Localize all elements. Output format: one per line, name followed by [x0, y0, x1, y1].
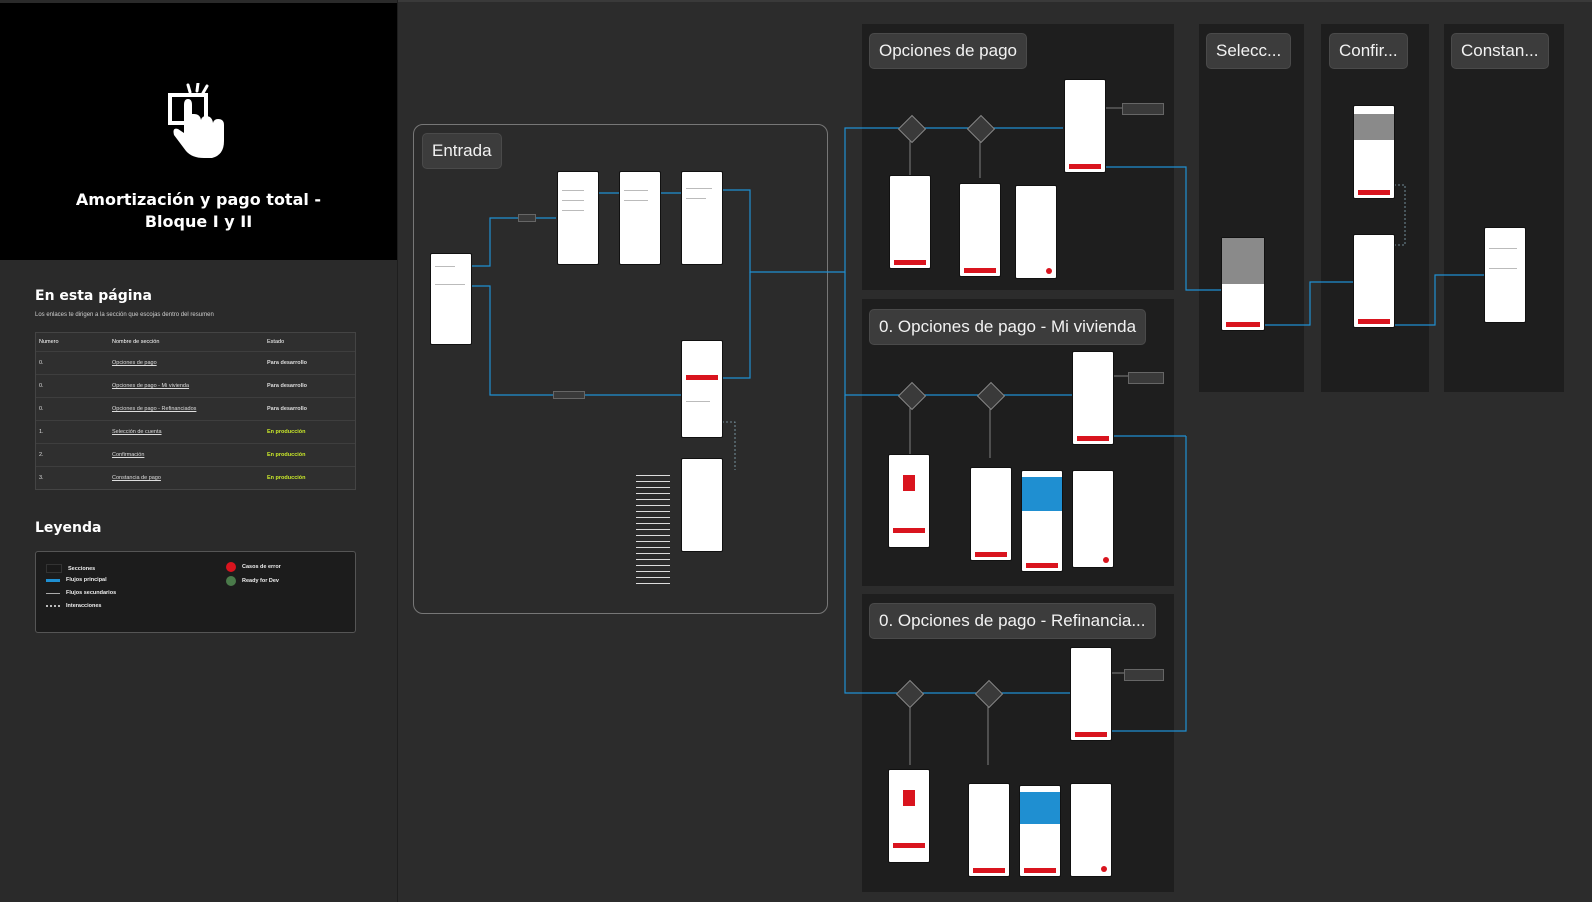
screen-mockup[interactable]: [431, 254, 471, 344]
screen-mockup[interactable]: [682, 341, 722, 437]
mock-line: [562, 190, 584, 191]
primary-button: [1075, 732, 1107, 737]
illustration-icon: [903, 790, 915, 806]
screen-mockup[interactable]: [960, 184, 1000, 276]
mock-line: [1489, 248, 1517, 249]
section-title-confirmacion[interactable]: Confir...: [1329, 33, 1408, 69]
banner-illustration: [1020, 792, 1060, 824]
section-title-vivienda[interactable]: 0. Opciones de pago - Mi vivienda: [869, 309, 1146, 345]
section-title-constancia[interactable]: Constan...: [1451, 33, 1549, 69]
section-title-seleccion[interactable]: Selecc...: [1206, 33, 1291, 69]
section-title-opciones[interactable]: Opciones de pago: [869, 33, 1027, 69]
mock-line: [624, 190, 648, 191]
screen-mockup[interactable]: [890, 176, 930, 268]
mock-line: [562, 210, 584, 211]
component-list: [636, 470, 670, 586]
screen-mockup[interactable]: [558, 172, 598, 264]
screen-mockup[interactable]: [1065, 80, 1105, 172]
screen-mockup[interactable]: [1073, 471, 1113, 567]
flow-label: [518, 214, 536, 222]
screen-mockup[interactable]: [889, 770, 929, 862]
annotation-note: [1122, 103, 1164, 115]
screen-mockup[interactable]: [1354, 235, 1394, 327]
primary-button: [1069, 164, 1101, 169]
error-dot-icon: [1101, 866, 1107, 872]
screen-mockup[interactable]: [1016, 186, 1056, 278]
screen-mockup[interactable]: [1022, 471, 1062, 571]
screen-mockup[interactable]: [1071, 784, 1111, 876]
screen-mockup[interactable]: [1354, 106, 1394, 198]
mock-line: [435, 284, 465, 285]
screen-mockup[interactable]: [1485, 228, 1525, 322]
screen-mockup[interactable]: [682, 172, 722, 264]
overlay-backdrop: [1222, 238, 1264, 284]
mock-line: [686, 198, 706, 199]
mock-line: [624, 200, 648, 201]
screen-mockup[interactable]: [969, 784, 1009, 876]
mock-line: [686, 401, 710, 402]
section-title-entrada[interactable]: Entrada: [422, 133, 502, 169]
screen-mockup[interactable]: [682, 459, 722, 551]
primary-button: [893, 843, 925, 848]
primary-button: [894, 260, 926, 265]
primary-button: [1024, 868, 1056, 873]
error-dot-icon: [1103, 557, 1109, 563]
primary-button: [1077, 436, 1109, 441]
banner-illustration: [1022, 477, 1062, 511]
flow-label: [553, 391, 585, 399]
annotation-note: [1128, 372, 1164, 384]
primary-button: [973, 868, 1005, 873]
section-title-refinanciados[interactable]: 0. Opciones de pago - Refinancia...: [869, 603, 1156, 639]
mock-line: [562, 200, 584, 201]
primary-button: [975, 552, 1007, 557]
annotation-note: [1124, 669, 1164, 681]
primary-button: [1226, 322, 1260, 327]
screen-mockup[interactable]: [1020, 786, 1060, 876]
screen-mockup[interactable]: [1222, 238, 1264, 330]
screen-mockup[interactable]: [1073, 352, 1113, 444]
screen-mockup[interactable]: [971, 468, 1011, 560]
screen-mockup[interactable]: [889, 455, 929, 547]
mock-line: [435, 266, 455, 267]
mock-line: [686, 188, 712, 189]
overlay-backdrop: [1354, 114, 1394, 140]
mock-line: [1489, 268, 1517, 269]
primary-button: [964, 268, 996, 273]
primary-button: [1358, 319, 1390, 324]
primary-button: [1358, 190, 1390, 195]
primary-button: [686, 375, 718, 380]
primary-button: [1026, 563, 1058, 568]
primary-button: [893, 528, 925, 533]
screen-mockup[interactable]: [1071, 648, 1111, 740]
error-dot-icon: [1046, 268, 1052, 274]
screen-mockup[interactable]: [620, 172, 660, 264]
illustration-icon: [903, 475, 915, 491]
